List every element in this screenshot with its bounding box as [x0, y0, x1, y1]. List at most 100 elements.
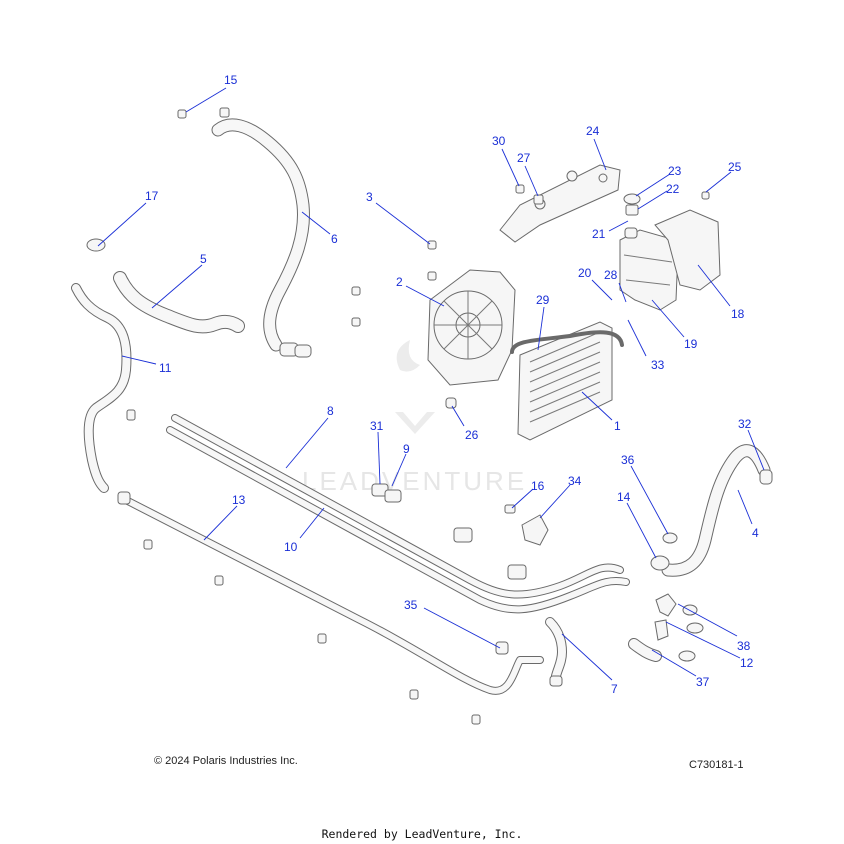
part-18-bracket — [654, 209, 721, 291]
leader-line — [537, 306, 545, 351]
leader-line — [511, 488, 534, 509]
part-26-grommet — [445, 397, 457, 409]
callout-23: 23 — [668, 164, 682, 178]
callout-29: 29 — [536, 293, 550, 307]
leader-line — [299, 507, 325, 539]
callout-5: 5 — [200, 252, 207, 266]
watermark: LEADVENTURE — [302, 340, 527, 496]
part-17-clamp — [86, 238, 106, 252]
callout-4: 4 — [752, 526, 759, 540]
part-11-pipe — [71, 283, 136, 493]
leader-line — [737, 489, 753, 525]
part-34-bracket — [521, 514, 549, 546]
leader-line — [185, 87, 227, 113]
callout-13: 13 — [232, 493, 246, 507]
callout-27: 27 — [517, 151, 531, 165]
part-23-cap — [623, 193, 641, 216]
leader-line — [677, 603, 738, 637]
leader-line — [626, 502, 657, 559]
callout-28: 28 — [604, 268, 618, 282]
callout-18: 18 — [731, 307, 745, 321]
callout-34: 34 — [568, 474, 582, 488]
callout-9: 9 — [403, 442, 410, 456]
leader-line — [451, 405, 465, 427]
leader-line — [203, 505, 238, 541]
callout-8: 8 — [327, 404, 334, 418]
leader-line — [405, 285, 445, 307]
part-24-bracket — [499, 164, 621, 243]
callout-22: 22 — [666, 182, 680, 196]
leader-line — [651, 299, 685, 338]
watermark-flame-icon — [396, 340, 420, 372]
part-36-clamp — [662, 532, 678, 544]
callout-3: 3 — [366, 190, 373, 204]
drawing-id: C730181-1 — [689, 759, 744, 771]
leader-line — [375, 202, 431, 245]
callout-16: 16 — [531, 479, 545, 493]
leader-line — [651, 649, 697, 677]
part-13-pipe — [117, 491, 544, 725]
callout-33: 33 — [651, 358, 665, 372]
leader-line — [391, 453, 407, 487]
leader-line — [593, 138, 607, 171]
part-1-radiator — [510, 321, 624, 441]
callout-2: 2 — [396, 275, 403, 289]
leader-line — [301, 211, 331, 235]
callout-26: 26 — [465, 428, 479, 442]
part-15-fastener — [177, 107, 230, 119]
part-37-hose — [628, 638, 696, 662]
part-8-10-pipes — [166, 414, 630, 614]
part-6-hose — [211, 118, 312, 358]
leader-line — [665, 621, 741, 659]
watermark-text: LEADVENTURE — [302, 466, 527, 496]
pipe-clip — [507, 564, 527, 580]
part-14-clamp — [650, 555, 670, 571]
callout-17: 17 — [145, 189, 159, 203]
copyright-notice: © 2024 Polaris Industries Inc. — [154, 755, 298, 767]
part-12-fitting — [654, 593, 704, 641]
leader-line — [121, 355, 157, 365]
part-35-clamp — [495, 641, 509, 655]
leader-line — [501, 148, 520, 187]
leader-line — [581, 391, 613, 421]
watermark-v-icon — [395, 412, 435, 434]
part-25-bolt — [701, 191, 710, 200]
leader-line — [705, 171, 732, 193]
leader-line — [524, 165, 539, 197]
callout-1: 1 — [614, 419, 621, 433]
leader-line — [561, 633, 613, 681]
callout-14: 14 — [617, 490, 631, 504]
part-2-fan-assembly — [351, 240, 516, 386]
rendered-by-credit: Rendered by LeadVenture, Inc. — [321, 827, 523, 841]
callout-6: 6 — [331, 232, 338, 246]
part-19-reservoir — [619, 227, 679, 311]
leader-line — [637, 190, 668, 210]
leader-line — [539, 484, 571, 519]
leader-line — [697, 264, 731, 307]
part-4-hose — [661, 444, 773, 577]
part-27-nut — [533, 194, 544, 205]
leader-line — [635, 173, 671, 197]
callout-32: 32 — [738, 417, 752, 431]
callout-21: 21 — [592, 227, 606, 241]
callout-37: 37 — [696, 675, 710, 689]
leader-line — [627, 319, 647, 357]
leader-line — [97, 202, 147, 247]
leader-line — [747, 429, 765, 471]
callout-25: 25 — [728, 160, 742, 174]
leader-line — [151, 264, 203, 309]
callout-24: 24 — [586, 124, 600, 138]
callout-35: 35 — [404, 598, 418, 612]
part-7-hose — [545, 617, 567, 687]
callout-19: 19 — [684, 337, 698, 351]
callout-38: 38 — [737, 639, 751, 653]
callout-30: 30 — [492, 134, 506, 148]
part-9-clip — [371, 483, 402, 503]
pipe-clip — [453, 527, 473, 543]
callout-12: 12 — [740, 656, 754, 670]
callout-7: 7 — [611, 682, 618, 696]
leader-line — [618, 282, 627, 303]
leader-line — [377, 431, 381, 485]
callout-15: 15 — [224, 73, 238, 87]
